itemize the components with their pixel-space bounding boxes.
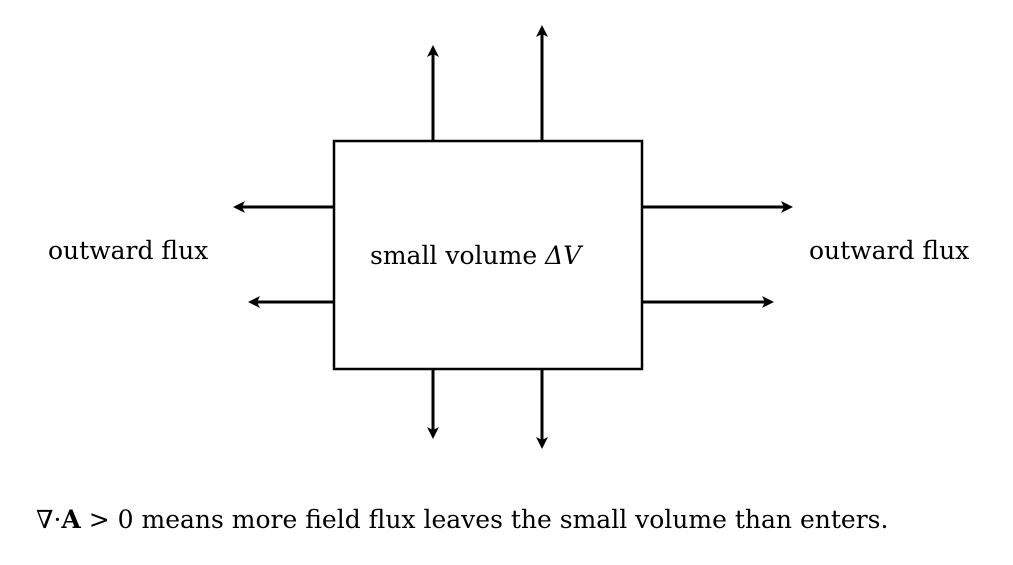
caption-vector: A — [61, 505, 81, 534]
volume-label: small volume ΔV — [370, 243, 581, 268]
caption-inequality: > 0 — [80, 505, 134, 534]
small-volume-box — [332, 139, 644, 371]
volume-label-text: small volume — [370, 241, 546, 270]
caption-text: means more field flux leaves the small v… — [133, 505, 889, 534]
left-outward-flux-label: outward flux — [48, 236, 209, 265]
caption-nabla: ∇· — [36, 505, 62, 534]
caption: ∇·A > 0 means more field flux leaves the… — [36, 507, 888, 532]
right-outward-flux-label: outward flux — [809, 236, 970, 265]
volume-label-math: ΔV — [545, 241, 582, 270]
